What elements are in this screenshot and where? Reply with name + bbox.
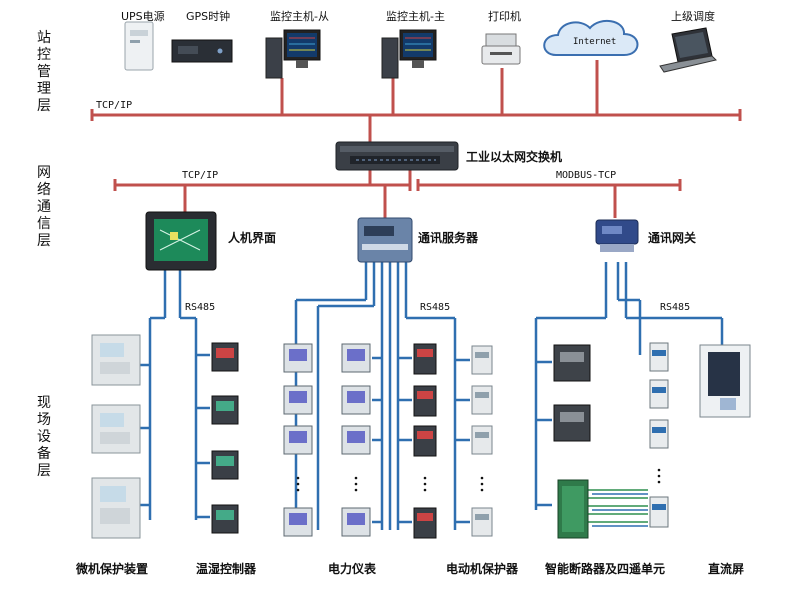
printer-device bbox=[481, 33, 521, 65]
rs485-hmi-label: RS485 bbox=[185, 302, 216, 313]
comm-gateway-device bbox=[595, 219, 639, 252]
internet-cloud bbox=[543, 19, 639, 56]
master-monitor-host bbox=[381, 29, 437, 79]
temp-humidity-label: 温湿控制器 bbox=[196, 562, 257, 576]
slave-monitor-host bbox=[265, 29, 321, 79]
network-layer-label: 网络通信层 bbox=[37, 165, 51, 249]
dispatch-label: 上级调度 bbox=[671, 10, 715, 23]
motor-protectors bbox=[413, 343, 493, 539]
hmi-label: 人机界面 bbox=[228, 231, 277, 245]
modbus-tcp-label: MODBUS-TCP bbox=[556, 170, 617, 181]
dc-panel-label: 直流屏 bbox=[708, 562, 745, 576]
switch-label: 工业以太网交换机 bbox=[466, 150, 563, 164]
motor-protect-label: 电动机保护器 bbox=[446, 562, 519, 576]
micro-protection-units bbox=[91, 334, 141, 539]
gps-clock-label: GPS时钟 bbox=[186, 10, 231, 23]
printer-label: 打印机 bbox=[488, 10, 521, 23]
internet-label: Internet bbox=[573, 37, 617, 47]
ups-device bbox=[124, 21, 154, 71]
breaker-ellipsis bbox=[657, 468, 661, 484]
hmi-device bbox=[145, 211, 217, 271]
power-meter-label: 电力仪表 bbox=[328, 562, 377, 576]
field-wiring bbox=[140, 262, 724, 530]
micro-protect-label: 微机保护装置 bbox=[76, 562, 149, 576]
breaker-signal-lines-blue bbox=[592, 493, 648, 527]
smart-breakers bbox=[553, 344, 591, 539]
gps-clock-device bbox=[171, 39, 233, 63]
slave-host-label: 监控主机-从 bbox=[270, 10, 329, 23]
tcpip-top-label: TCP/IP bbox=[96, 100, 133, 111]
master-host-label: 监控主机-主 bbox=[386, 10, 445, 23]
station-layer-label: 站控管理层 bbox=[37, 30, 51, 114]
laptop-device bbox=[659, 27, 717, 73]
network-buses bbox=[90, 60, 742, 218]
motor-protector-ellipsis bbox=[423, 476, 484, 492]
field-layer-label: 现场设备层 bbox=[37, 395, 51, 479]
ups-label: UPS电源 bbox=[121, 10, 165, 23]
ethernet-switch-device bbox=[335, 141, 459, 171]
rs485-server-label: RS485 bbox=[420, 302, 451, 313]
tcpip-mid-label: TCP/IP bbox=[182, 170, 219, 181]
comm-server-label: 通讯服务器 bbox=[418, 231, 479, 245]
gateway-label: 通讯网关 bbox=[648, 231, 697, 245]
comm-server-device bbox=[357, 217, 413, 263]
breaker-signal-lines bbox=[588, 489, 648, 523]
power-meter-ellipsis bbox=[296, 476, 358, 492]
smart-breaker-label: 智能断路器及四遥单元 bbox=[545, 562, 666, 576]
rs485-gateway-label: RS485 bbox=[660, 302, 691, 313]
dc-panel-device bbox=[699, 344, 751, 418]
power-meters bbox=[283, 343, 371, 537]
circuit-breakers bbox=[649, 342, 669, 528]
temp-humidity-controllers bbox=[211, 342, 239, 534]
